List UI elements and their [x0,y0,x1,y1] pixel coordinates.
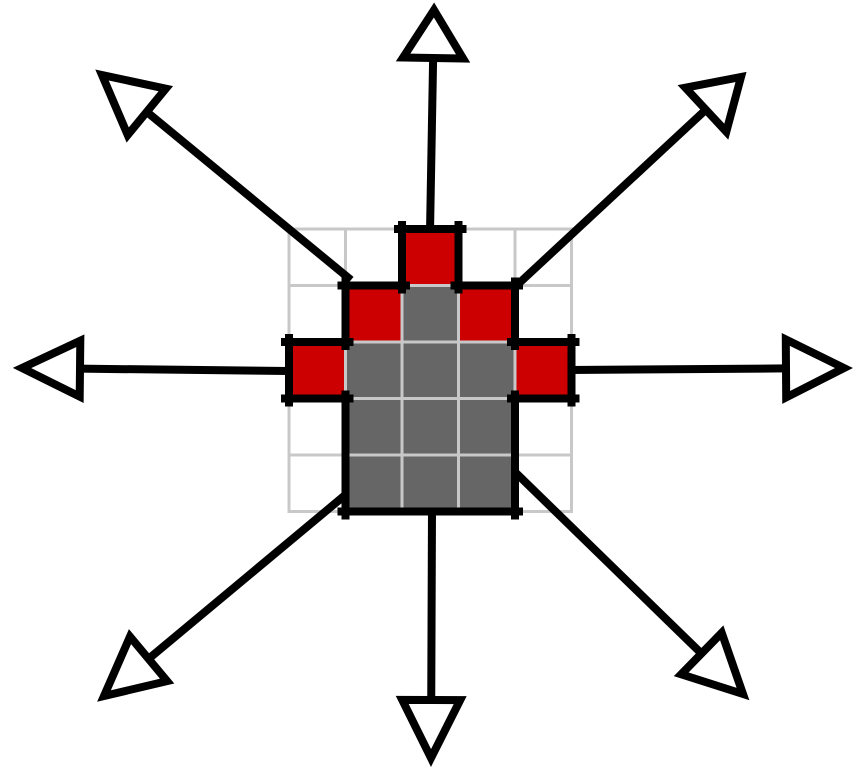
arrow-shaft [568,364,787,374]
arrow-up [395,2,471,233]
frontier-cell [287,340,347,400]
arrow-down [395,509,467,767]
filled-cell [400,284,460,344]
filled-cell [457,340,517,400]
filled-cell [400,453,460,513]
arrow-down-right [512,469,750,701]
arrow-shaft [144,108,354,284]
filled-cell [344,340,404,400]
shape-layer [281,221,580,520]
arrow-down-left-icon [97,629,175,702]
arrow-shaft [427,509,436,701]
filled-cell [344,397,404,457]
filled-cell [344,453,404,513]
arrow-up-right-icon [677,71,747,140]
arrow-right [568,332,853,404]
frontier-cell [400,227,460,287]
filled-cell [400,397,460,457]
arrow-shaft [79,364,290,375]
arrow-up-left-icon [95,69,174,143]
filled-cell [400,340,460,400]
arrow-shaft [426,57,438,233]
arrow-up-left [95,69,354,284]
frontier-cell [513,340,573,400]
filled-cell [457,453,517,513]
arrow-down-right-icon [673,625,750,701]
arrow-down-icon [395,695,467,767]
arrow-layer [12,2,853,767]
frontier-cell [457,284,517,344]
arrow-left-icon [12,334,85,404]
shape-outline [281,221,580,520]
arrow-right-icon [781,332,853,404]
arrow-up-icon [395,2,471,63]
arrow-left [12,334,290,404]
filled-cell [457,397,517,457]
arrow-shaft [512,469,705,657]
arrow-up-right [512,71,747,290]
arrow-shaft [512,106,709,290]
arrow-down-left [97,492,347,702]
arrow-shaft [145,492,347,662]
frontier-cell [344,284,404,344]
